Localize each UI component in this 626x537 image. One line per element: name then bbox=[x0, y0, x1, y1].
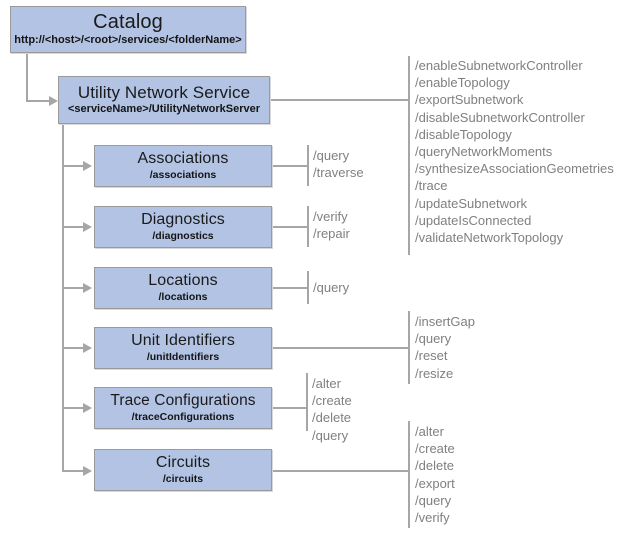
node-circuits[interactable]: Circuits /circuits bbox=[94, 449, 272, 491]
operation-item: /updateIsConnected bbox=[415, 212, 532, 228]
node-associations[interactable]: Associations /associations bbox=[94, 145, 272, 187]
operation-item: /verify bbox=[415, 510, 450, 526]
operations-list-circuits: /alter/create/delete/export/query/verify bbox=[415, 423, 455, 526]
group-bar-locations-ops bbox=[307, 271, 309, 304]
connector-circuits-ops bbox=[272, 470, 409, 472]
operations-list-unit-identifiers: /insertGap/query/reset/resize bbox=[415, 313, 475, 382]
operation-item: /delete bbox=[312, 410, 352, 426]
group-bar-circuits-ops bbox=[408, 421, 410, 528]
node-trace-configurations[interactable]: Trace Configurations /traceConfiguration… bbox=[94, 387, 272, 429]
connector-to-locations bbox=[62, 287, 84, 289]
operation-item: /query bbox=[415, 492, 452, 508]
operation-item: /validateNetworkTopology bbox=[415, 230, 564, 246]
arrow-to-circuits bbox=[83, 466, 92, 476]
node-locations-title: Locations bbox=[148, 272, 218, 290]
group-bar-unit-identifiers-ops bbox=[408, 311, 410, 384]
node-unit-identifiers-title: Unit Identifiers bbox=[131, 332, 235, 350]
operation-item: /create bbox=[415, 441, 455, 457]
node-catalog[interactable]: Catalog http://<host>/<root>/services/<f… bbox=[10, 6, 246, 53]
operations-list-locations: /query bbox=[313, 279, 349, 296]
node-trace-configurations-path: /traceConfigurations bbox=[131, 410, 235, 423]
connector-associations-ops bbox=[272, 165, 308, 167]
connector-unit-identifiers-ops bbox=[272, 347, 409, 349]
operation-item: /repair bbox=[313, 226, 350, 242]
arrow-to-trace-configurations bbox=[83, 403, 92, 413]
connector-to-associations bbox=[62, 165, 84, 167]
operations-list-trace-configurations: /alter/create/delete/query bbox=[312, 375, 352, 444]
connector-diagnostics-ops bbox=[272, 226, 308, 228]
connector-trace-configurations-ops bbox=[272, 407, 307, 409]
operation-item: /traverse bbox=[313, 165, 364, 181]
arrow-to-diagnostics bbox=[83, 222, 92, 232]
operation-item: /queryNetworkMoments bbox=[415, 144, 553, 160]
group-bar-diagnostics-ops bbox=[307, 206, 309, 247]
node-unit-identifiers-path: /unitIdentifiers bbox=[146, 350, 220, 363]
connector-service-spine bbox=[62, 124, 64, 472]
connector-catalog-to-service bbox=[26, 100, 50, 102]
operation-item: /trace bbox=[415, 178, 448, 194]
group-bar-associations-ops bbox=[307, 145, 309, 186]
node-catalog-path: http://<host>/<root>/services/<folderNam… bbox=[14, 34, 242, 47]
operation-item: /query bbox=[312, 427, 349, 443]
connector-to-diagnostics bbox=[62, 226, 84, 228]
operation-item: /enableSubnetworkController bbox=[415, 58, 583, 73]
node-circuits-title: Circuits bbox=[155, 454, 211, 472]
operation-item: /query bbox=[415, 331, 452, 347]
node-utility-network-service-title: Utility Network Service bbox=[77, 83, 251, 103]
operation-item: /disableTopology bbox=[415, 126, 512, 142]
operation-item: /insertGap bbox=[415, 314, 475, 329]
group-bar-service-ops bbox=[408, 56, 410, 255]
connector-to-trace-configurations bbox=[62, 407, 84, 409]
arrow-to-associations bbox=[83, 161, 92, 171]
operation-item: /synthesizeAssociationGeometries bbox=[415, 161, 614, 177]
operation-item: /alter bbox=[415, 424, 444, 439]
connector-locations-ops bbox=[272, 287, 308, 289]
operations-list-diagnostics: /verify/repair bbox=[313, 208, 350, 242]
node-utility-network-service-path: <serviceName>/UtilityNetworkServer bbox=[68, 103, 260, 116]
group-bar-trace-configurations-ops bbox=[306, 373, 308, 431]
operation-item: /disableSubnetworkController bbox=[415, 109, 585, 125]
arrow-to-locations bbox=[83, 283, 92, 293]
operation-item: /exportSubnetwork bbox=[415, 92, 524, 108]
operation-item: /query bbox=[313, 280, 350, 295]
node-trace-configurations-title: Trace Configurations bbox=[110, 392, 256, 410]
operation-item: /delete bbox=[415, 458, 455, 474]
node-diagnostics[interactable]: Diagnostics /diagnostics bbox=[94, 206, 272, 248]
operation-item: /resize bbox=[415, 365, 454, 381]
operations-list-associations: /query/traverse bbox=[313, 147, 364, 181]
connector-service-ops bbox=[270, 99, 409, 101]
node-locations[interactable]: Locations /locations bbox=[94, 267, 272, 309]
connector-to-circuits bbox=[62, 470, 84, 472]
arrow-catalog-to-service bbox=[49, 96, 58, 106]
node-associations-path: /associations bbox=[149, 168, 217, 181]
node-diagnostics-title: Diagnostics bbox=[141, 211, 225, 229]
node-circuits-path: /circuits bbox=[162, 472, 204, 485]
arrow-to-unit-identifiers bbox=[83, 343, 92, 353]
connector-to-unit-identifiers bbox=[62, 347, 84, 349]
operation-item: /enableTopology bbox=[415, 75, 510, 91]
node-diagnostics-path: /diagnostics bbox=[152, 229, 214, 242]
node-associations-title: Associations bbox=[137, 150, 229, 168]
node-catalog-title: Catalog bbox=[93, 11, 163, 34]
operation-item: /updateSubnetwork bbox=[415, 195, 528, 211]
connector-catalog-down bbox=[26, 52, 28, 102]
operation-item: /reset bbox=[415, 348, 448, 364]
operation-item: /alter bbox=[312, 376, 341, 391]
node-unit-identifiers[interactable]: Unit Identifiers /unitIdentifiers bbox=[94, 327, 272, 369]
node-utility-network-service[interactable]: Utility Network Service <serviceName>/Ut… bbox=[58, 76, 270, 124]
operation-item: /export bbox=[415, 475, 455, 491]
operation-item: /query bbox=[313, 148, 350, 163]
node-locations-path: /locations bbox=[158, 290, 208, 303]
operations-list-service: /enableSubnetworkController/enableTopolo… bbox=[415, 57, 614, 246]
operation-item: /verify bbox=[313, 209, 348, 224]
operation-item: /create bbox=[312, 393, 352, 409]
